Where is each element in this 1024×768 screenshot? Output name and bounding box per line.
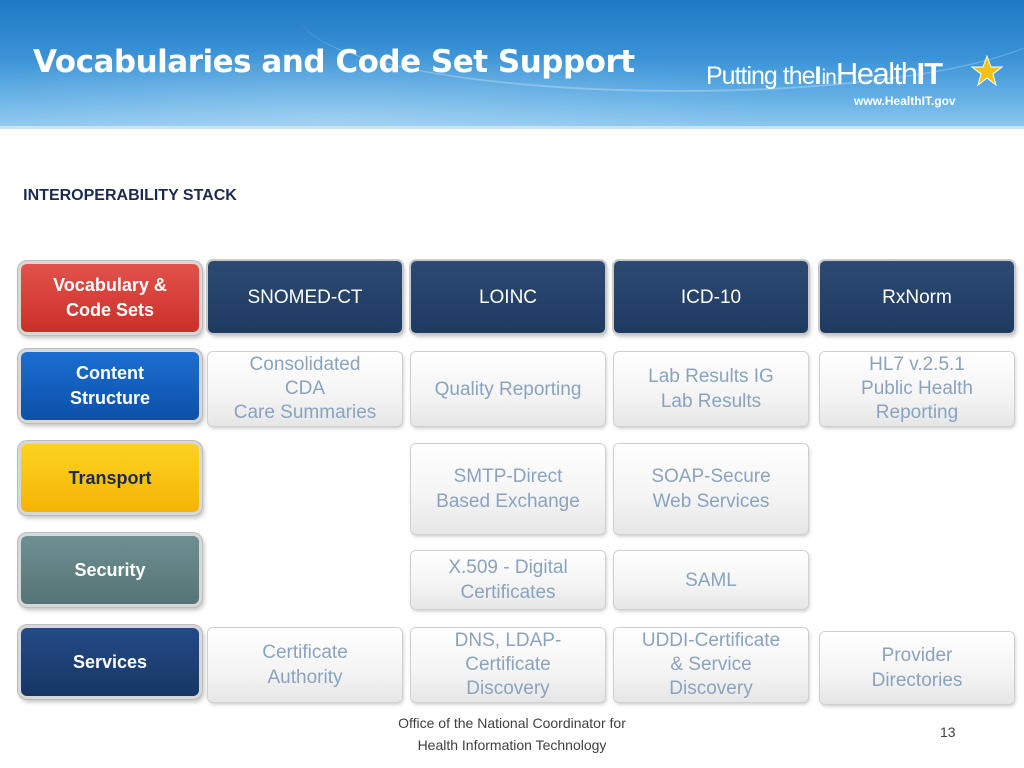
stack-cell-text: RxNorm <box>882 286 952 308</box>
stack-cell-text: UDDI-Certificate <box>641 630 781 651</box>
stack-cell-text: HL7 v.2.5.1 <box>869 354 965 375</box>
stack-cell-text: Certificate <box>262 642 348 663</box>
stack-cell: SAML <box>614 551 808 609</box>
stack-cell-text: Provider <box>881 645 953 666</box>
stack-cell: SNOMED-CT <box>208 261 402 333</box>
stack-cell: Quality Reporting <box>411 352 605 426</box>
stack-cell-text: Lab Results IG <box>648 366 774 387</box>
logo-word-health: Health <box>835 56 918 91</box>
stack-cell-text: Lab Results <box>660 391 762 412</box>
layer-label-line: Content <box>76 363 144 383</box>
stack-layer-vocabulary-code-sets: Vocabulary & Code Sets <box>21 264 199 332</box>
logo-word-in: in <box>821 66 836 89</box>
stack-cell: RxNorm <box>820 261 1014 333</box>
layer-label-line: Security <box>74 559 146 580</box>
stack-title: INTEROPERABILITY STACK <box>23 187 237 204</box>
stack-cell-text: CDA <box>284 378 326 399</box>
layer-label-line: Services <box>72 651 148 672</box>
stack-cell-text: Directories <box>871 670 963 691</box>
stack-cell-text: SMTP-Direct <box>453 466 563 487</box>
stack-cell: LOINC <box>411 261 605 333</box>
footer-line-2: Health Information Technology <box>417 737 607 753</box>
layer-label-line: Structure <box>69 388 150 408</box>
stack-cell-text: Reporting <box>875 402 959 423</box>
stack-cell-text: X.509 - Digital <box>448 557 568 578</box>
stack-layer-transport: Transport <box>21 444 199 512</box>
page-number: 13 <box>940 724 956 740</box>
layer-label-line: Transport <box>68 467 152 488</box>
stack-cell-text: & Service <box>670 654 752 675</box>
stack-cell-text: DNS, LDAP- <box>454 630 562 651</box>
slide-title: Vocabularies and Code Set Support <box>33 44 635 80</box>
stack-cell-text: ICD-10 <box>680 286 742 308</box>
healthit-logo: Putting theIinHealthIT www.HealthIT.gov <box>706 54 1006 114</box>
footer-line-1: Office of the National Coordinator for <box>398 715 626 731</box>
stack-layer-services: Services <box>21 628 199 696</box>
stack-cell-text: Discovery <box>669 678 753 699</box>
logo-word-i: I <box>814 62 822 90</box>
logo-url: www.HealthIT.gov <box>854 94 956 108</box>
stack-cell-text: SNOMED-CT <box>247 286 363 308</box>
stack-cell-text: SOAP-Secure <box>651 466 771 487</box>
stack-cell-text: Quality Reporting <box>434 378 582 400</box>
footer-organization: Office of the National Coordinator for H… <box>362 712 662 756</box>
stack-cell-text: Web Services <box>652 491 770 512</box>
banner-divider <box>0 126 1024 129</box>
logo-wordmark: Putting theIinHealthIT <box>706 56 943 92</box>
star-icon <box>970 54 1004 87</box>
stack-cell-text: Discovery <box>466 678 550 699</box>
stack-cell-text: Care Summaries <box>233 402 377 423</box>
stack-cell: ICD-10 <box>614 261 808 333</box>
logo-word-putting: Putting the <box>706 62 816 90</box>
stack-cell-text: Certificate <box>465 654 551 675</box>
stack-layer-security: Security <box>21 536 199 604</box>
stack-cell-text: Certificates <box>460 582 556 603</box>
stack-cell-text: Authority <box>267 667 343 688</box>
layer-label-line: Code Sets <box>65 300 155 320</box>
stack-cell: Lab Results IG Lab Results <box>614 352 808 426</box>
stack-cell-text: LOINC <box>478 286 538 308</box>
stack-cell-text: SAML <box>685 569 737 591</box>
stack-cell-text: Public Health <box>861 378 973 399</box>
stack-cell-text: Consolidated <box>249 354 361 375</box>
logo-word-it: IT <box>916 56 943 91</box>
title-banner <box>0 0 1024 126</box>
layer-label-line: Vocabulary & <box>53 275 167 295</box>
stack-cell-text: Based Exchange <box>436 491 580 512</box>
